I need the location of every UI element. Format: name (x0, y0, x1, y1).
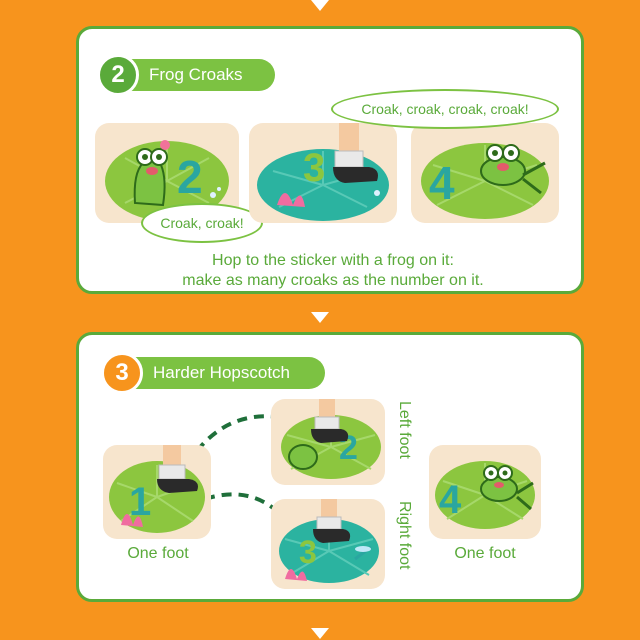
middle-arrow-icon (311, 312, 329, 323)
step-2-pill: 2 Frog Croaks (97, 54, 275, 96)
one-foot-label-left: One foot (127, 545, 189, 562)
lily-pad-foot-illustration-3: 1 (109, 445, 205, 533)
lily-pad-frog-illustration-2: 4 (421, 143, 549, 219)
card-number-3: 3 (303, 146, 325, 190)
step-2-title: Frog Croaks (149, 65, 243, 84)
lily-pad-frog-illustration: 2 (105, 140, 229, 221)
card-number-2: 2 (177, 151, 203, 203)
card-number-4b: 4 (439, 478, 462, 522)
frog-croaks-panel: 2 Frog Croaks 2 Croak, croak! 3 (76, 26, 584, 294)
one-foot-label-right: One foot (454, 545, 516, 562)
frog-card-3: 3 (249, 123, 397, 223)
card-number-3b: 3 (299, 534, 317, 570)
right-foot-label: Right foot (396, 501, 413, 570)
frog-card-2: 2 (95, 123, 239, 223)
harder-hopscotch-panel: 3 Harder Hopscotch 1 One foot 2 (76, 332, 584, 602)
card-number-1: 1 (129, 480, 151, 524)
bottom-arrow-icon (311, 628, 329, 639)
lily-pad-frog-foot-illustration: 2 (281, 399, 381, 479)
instruction-line-1: Hop to the sticker with a frog on it: (212, 252, 454, 269)
frog-croaks-instruction: Hop to the sticker with a frog on it: ma… (99, 251, 567, 291)
croak-croak-bubble: Croak, croak! (141, 203, 263, 243)
top-arrow-icon (311, 0, 329, 11)
step-3-number: 3 (101, 352, 143, 394)
lily-pad-frog-illustration-3: 4 (435, 461, 535, 529)
step-3-pill: 3 Harder Hopscotch (101, 352, 325, 394)
step-3-title: Harder Hopscotch (153, 363, 291, 382)
hopscotch-card-4: 4 (429, 445, 541, 539)
frog-card-4: 4 (411, 123, 559, 223)
lily-pad-foot-illustration: 3 (257, 123, 389, 221)
hopscotch-card-3: 3 (271, 499, 385, 589)
card-number-4: 4 (429, 157, 455, 209)
instruction-line-2: make as many croaks as the number on it. (182, 272, 484, 289)
left-foot-label: Left foot (396, 401, 413, 459)
croak-four-bubble: Croak, croak, croak, croak! (331, 89, 559, 129)
step-2-number: 2 (97, 54, 139, 96)
hopscotch-card-2: 2 (271, 399, 385, 485)
hopscotch-card-1: 1 (103, 445, 211, 539)
lily-pad-dragonfly-illustration: 3 (279, 499, 379, 583)
